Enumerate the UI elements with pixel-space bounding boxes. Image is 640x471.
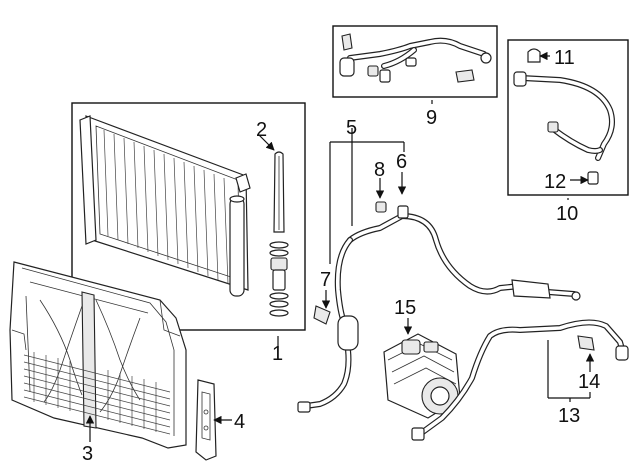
callout-8: 8 xyxy=(374,159,385,181)
condenser-group-box xyxy=(71,102,306,331)
desiccant-bag-part-2 xyxy=(273,151,285,233)
radiator-support-grille xyxy=(23,352,171,435)
radiator-support xyxy=(9,261,187,449)
callout-15: 15 xyxy=(394,297,416,319)
callout-5: 5 xyxy=(346,117,357,139)
callout-2: 2 xyxy=(256,119,267,141)
callout-12: 12 xyxy=(544,171,566,193)
bracket-part-4 xyxy=(195,379,217,461)
liquid-line-part-5 xyxy=(297,201,581,413)
callout-14: 14 xyxy=(578,371,600,393)
callout-1: 1 xyxy=(272,343,283,365)
callout-4: 4 xyxy=(234,411,245,433)
callout-11: 11 xyxy=(554,47,575,69)
hose-kit-box-9 xyxy=(332,25,498,98)
callout-13: 13 xyxy=(558,405,580,427)
plug-and-o-rings xyxy=(269,241,289,317)
leader-lines xyxy=(85,51,595,442)
callout-6: 6 xyxy=(396,151,407,173)
receiver-dryer xyxy=(229,195,245,297)
callout-7: 7 xyxy=(320,269,331,291)
hose-assembly-part-9 xyxy=(339,33,492,83)
callout-9: 9 xyxy=(426,107,437,129)
callout-3: 3 xyxy=(82,443,93,465)
condenser xyxy=(79,115,251,291)
suction-line-part-13 xyxy=(411,319,629,441)
callout-10: 10 xyxy=(556,203,578,225)
hose-assembly-part-10 xyxy=(513,48,615,185)
callout-labels: 2 1 3 4 5 6 7 8 9 10 11 12 13 14 15 xyxy=(82,47,600,465)
compressor-part-15 xyxy=(383,333,461,419)
hose-kit-box-10 xyxy=(507,39,629,196)
